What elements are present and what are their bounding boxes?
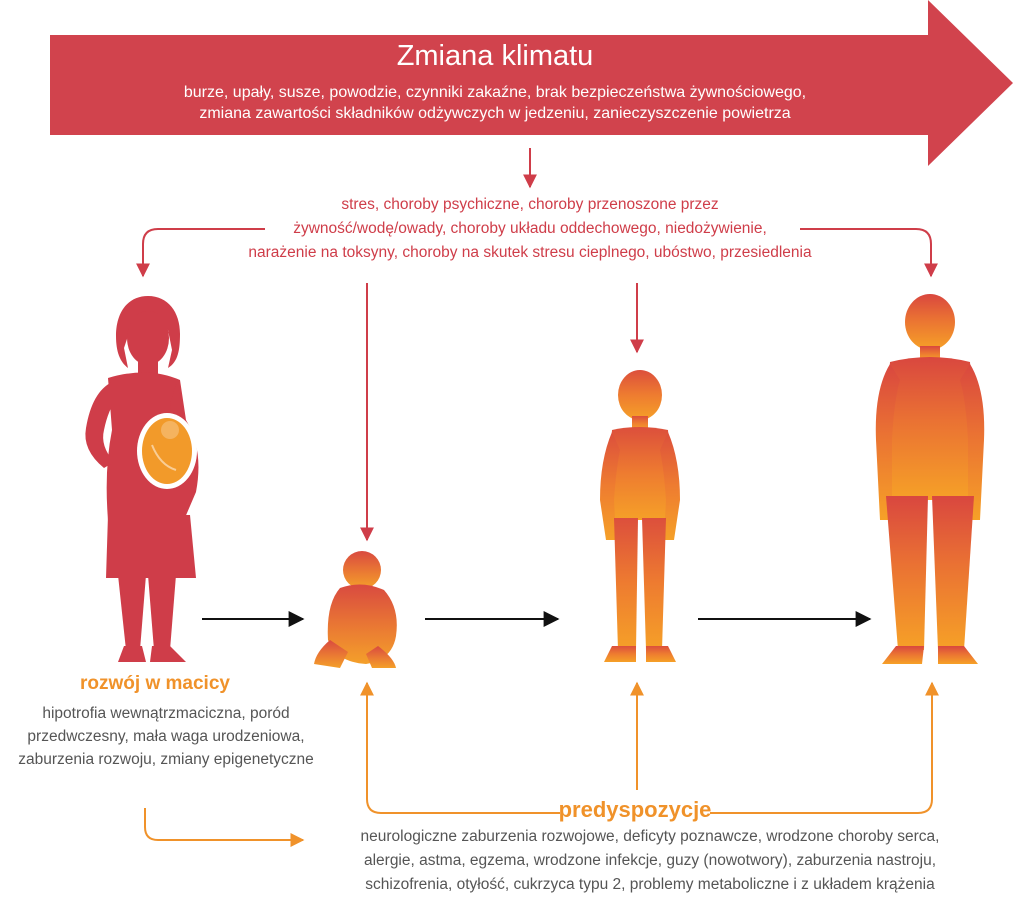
predisposition-title: predyspozycje (558, 797, 712, 822)
child-silhouette (600, 370, 680, 662)
arrow-predisposition-to-adult (710, 681, 939, 814)
health-factors-line: narażenie na toksyny, choroby na skutek … (248, 244, 812, 261)
arrow-predisposition-to-baby (360, 681, 560, 814)
predisposition-line: neurologiczne zaburzenia rozwojowe, defi… (360, 828, 940, 845)
womb-development-line: przedwczesny, mała waga urodzeniowa, (27, 728, 305, 745)
health-factors-text: stres, choroby psychiczne, choroby przen… (180, 193, 880, 265)
arrow-factors-to-mother (136, 228, 265, 278)
fetus-icon (137, 413, 197, 489)
predisposition-line: alergie, astma, egzema, wrodzone infekcj… (363, 852, 937, 869)
predisposition-text: neurologiczne zaburzenia rozwojowe, defi… (300, 825, 1000, 897)
womb-development-title: rozwój w macicy (80, 673, 230, 694)
climate-change-subtitle: burze, upały, susze, powodzie, czynniki … (50, 82, 940, 124)
predisposition-line: schizofrenia, otyłość, cukrzyca typu 2, … (365, 876, 935, 893)
baby-silhouette (314, 551, 397, 668)
climate-change-subtitle-line: burze, upały, susze, powodzie, czynniki … (183, 84, 807, 101)
arrow-womb-to-predisposition (144, 808, 305, 847)
health-factors-line: żywność/wodę/owady, choroby układu oddec… (293, 220, 767, 237)
health-factors-line: stres, choroby psychiczne, choroby przen… (341, 196, 719, 213)
womb-development-text: hipotrofia wewnątrzmaciczna, poród przed… (0, 702, 332, 771)
climate-change-title: Zmiana klimatu (396, 40, 594, 72)
climate-change-subtitle-line: zmiana zawartości składników odżywczych … (199, 105, 791, 122)
womb-development-line: zaburzenia rozwoju, zmiany epigenetyczne (18, 751, 314, 768)
arrow-factors-to-adult (800, 228, 938, 278)
womb-development-line: hipotrofia wewnątrzmaciczna, poród (42, 705, 290, 722)
climate-change-arrow (50, 0, 1013, 166)
adult-silhouette (875, 294, 985, 664)
